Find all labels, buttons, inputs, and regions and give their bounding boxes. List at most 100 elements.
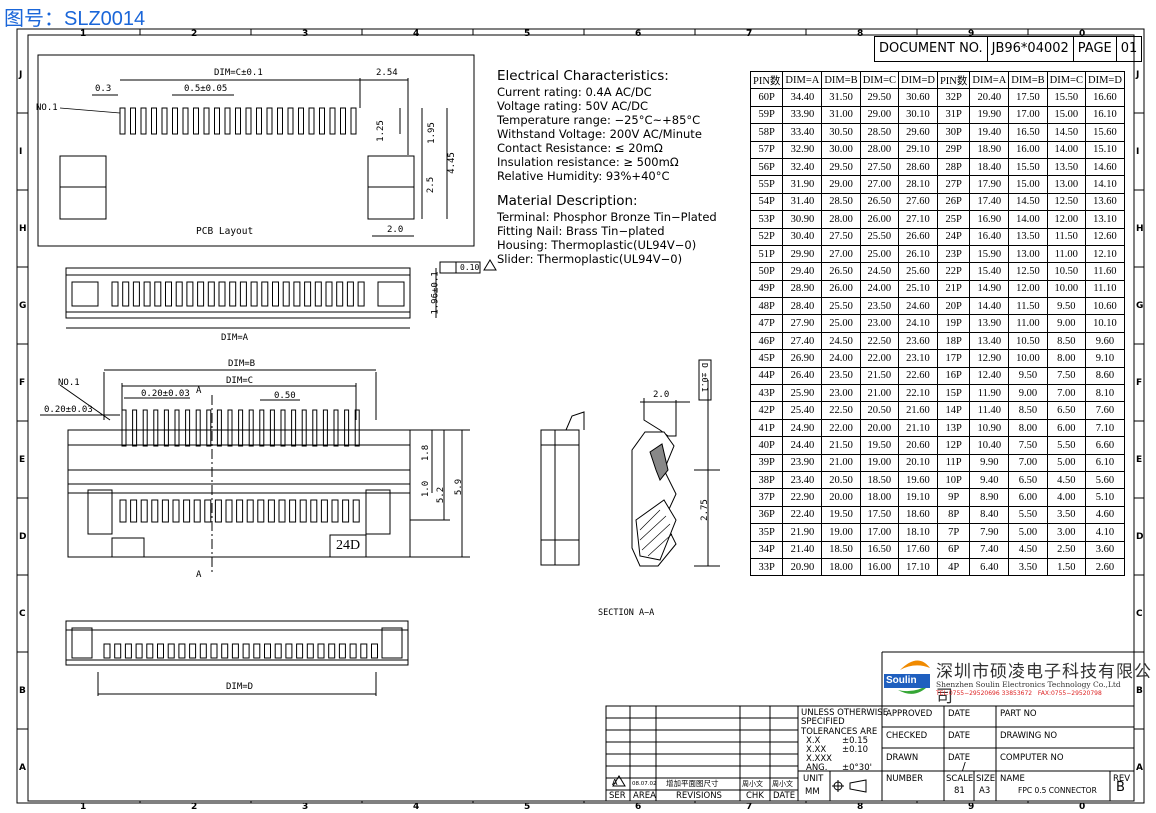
terminal-pin xyxy=(306,643,314,659)
front-dim-020-pitch: 0.20±0.03 xyxy=(141,389,190,399)
table-cell: 28.00 xyxy=(859,140,900,159)
table-cell: 11.00 xyxy=(1046,244,1086,264)
document-number-box: DOCUMENT NO. JB96*04002 PAGE 01 xyxy=(874,36,1143,62)
grid-row-label-left: J xyxy=(19,70,23,80)
table-cell: 6.40 xyxy=(969,557,1010,577)
grid-col-label-top: 7 xyxy=(746,29,753,39)
table-cell: 3.00 xyxy=(1046,523,1086,542)
terminal-pin xyxy=(239,281,247,307)
front-dim-18: 1.8 xyxy=(421,444,432,462)
table-cell: 24.00 xyxy=(859,279,900,299)
terminal-pin xyxy=(350,107,357,135)
grid-col-label-bottom: 8 xyxy=(857,802,864,812)
pcb-dim-195: 1.95 xyxy=(426,122,437,144)
table-cell: 60P xyxy=(749,88,784,107)
terminal-pin xyxy=(253,643,261,659)
table-cell: 20.00 xyxy=(859,418,900,438)
front-dim-020-width: 0.20±0.03 xyxy=(44,405,93,415)
table-header-cell: DIM=B xyxy=(821,70,861,90)
revision-triangle xyxy=(612,775,626,787)
table-cell: 23.10 xyxy=(898,349,938,368)
table-cell: 30.10 xyxy=(898,105,938,125)
tb-part-no: PART NO xyxy=(1000,709,1037,719)
table-cell: 7.10 xyxy=(1084,418,1125,438)
terminal-pin xyxy=(328,643,336,659)
table-cell: 18.10 xyxy=(898,523,938,542)
inner-frame xyxy=(27,34,1135,802)
table-cell: 30.50 xyxy=(821,123,861,142)
table-cell: 33.90 xyxy=(782,105,823,125)
table-cell: 6.00 xyxy=(1008,488,1048,507)
tb-unless: UNLESS OTHERWISE xyxy=(801,708,889,718)
table-cell: 6P xyxy=(936,540,971,559)
table-cell: 12.60 xyxy=(1084,227,1125,246)
electrical-line: Current rating: 0.4A AC/DC xyxy=(497,85,652,99)
terminal-pin xyxy=(331,499,339,523)
table-header-cell: DIM=A xyxy=(969,70,1010,90)
table-cell: 18.40 xyxy=(969,157,1010,177)
table-cell: 17.10 xyxy=(898,557,938,577)
terminal-pin xyxy=(338,643,346,659)
pcb-dim-20: 2.0 xyxy=(387,225,404,235)
grid-col-label-top: 2 xyxy=(191,29,198,39)
terminal-pin xyxy=(269,409,275,447)
terminal-pin xyxy=(172,499,180,523)
table-cell: 39P xyxy=(749,453,784,472)
table-cell: 45P xyxy=(749,349,784,368)
table-cell: 15.60 xyxy=(1084,123,1125,142)
table-cell: 32P xyxy=(936,88,971,107)
terminal-pin xyxy=(235,107,241,135)
table-cell: 15.90 xyxy=(969,244,1010,264)
table-cell: 6.50 xyxy=(1008,470,1048,490)
table-cell: 31.50 xyxy=(821,88,861,107)
rev-head-revisions: REVISIONS xyxy=(676,791,722,801)
table-header-cell: DIM=B xyxy=(1008,70,1048,90)
grid-row-label-left: C xyxy=(19,609,26,619)
table-cell: 16.50 xyxy=(1008,123,1048,142)
company-fax-text: FAX:0755−29520798 xyxy=(1037,690,1102,697)
table-cell: 15.50 xyxy=(1008,157,1048,177)
grid-row-label-left: F xyxy=(19,378,26,388)
table-cell: 22.00 xyxy=(859,349,900,368)
terminal-pin xyxy=(227,409,233,447)
terminal-pin xyxy=(157,643,164,659)
front-dim-c: DIM=C xyxy=(226,376,254,386)
grid-ticks-sides xyxy=(17,112,1144,730)
terminal-pin xyxy=(225,499,233,523)
table-cell: 59P xyxy=(749,105,784,125)
table-cell: 13.00 xyxy=(1046,175,1086,194)
table-cell: 14.00 xyxy=(1008,210,1048,229)
table-cell: 25.40 xyxy=(782,401,823,420)
table-cell: 25.50 xyxy=(821,297,861,316)
terminal-pin xyxy=(210,643,218,659)
tb-drawn: DRAWN xyxy=(886,753,919,763)
front-view xyxy=(40,369,470,575)
terminal-pin xyxy=(185,409,191,447)
table-cell: 8.00 xyxy=(1046,349,1086,368)
table-cell: 31P xyxy=(936,105,971,125)
table-cell: 12.50 xyxy=(1046,192,1086,212)
grid-col-label-bottom: 0 xyxy=(1079,802,1086,812)
table-cell: 11.40 xyxy=(969,401,1010,420)
terminal-pin xyxy=(143,281,151,307)
terminal-pin xyxy=(333,409,339,447)
grid-row-label-right: F xyxy=(1136,378,1143,388)
front-dim-10: 1.0 xyxy=(421,480,432,498)
table-cell: 22.60 xyxy=(898,366,938,386)
grid-col-label-bottom: 9 xyxy=(968,802,975,812)
table-cell: 31.40 xyxy=(782,192,823,212)
table-cell: 24.90 xyxy=(782,418,823,438)
table-cell: 30.60 xyxy=(898,88,938,107)
terminal-pin xyxy=(296,643,304,659)
pcb-dim-25: 2.5 xyxy=(426,176,437,194)
tb-xx-value: ±0.15 xyxy=(842,736,869,746)
terminal-pin xyxy=(285,643,293,659)
tb-rev-value: B xyxy=(1116,780,1125,795)
